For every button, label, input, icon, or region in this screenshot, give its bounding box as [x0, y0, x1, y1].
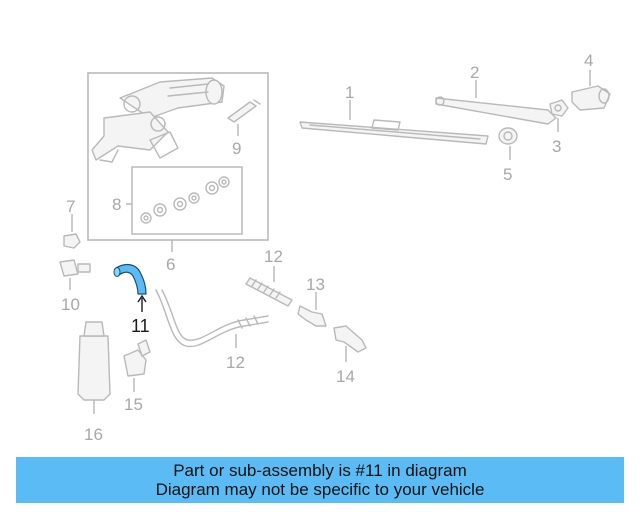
callout-8: 8: [112, 195, 121, 214]
part-14-connector: [333, 325, 367, 362]
part-5-grommet: [498, 127, 518, 160]
part-12-hose-lower: [155, 289, 269, 348]
callout-5: 5: [503, 165, 512, 184]
callout-1: 1: [345, 83, 354, 102]
callout-12-upper: 12: [264, 247, 283, 266]
callout-9: 9: [232, 139, 241, 158]
callout-14: 14: [336, 367, 355, 386]
part-10-connector: [59, 259, 91, 290]
part-13-connector: [297, 292, 327, 327]
part-9-bolt: [227, 99, 261, 136]
part-7-clip: [63, 214, 81, 249]
part-8-grommet-set: [126, 166, 243, 235]
part-3-nut: [549, 99, 569, 132]
wiper-motor-drawing: [91, 77, 225, 163]
callout-4: 4: [584, 51, 593, 70]
part-12-hose-upper: [245, 266, 293, 307]
part-1-wiper-blade: [299, 100, 489, 145]
callout-10: 10: [61, 295, 80, 314]
parts-diagram: 1 2 3 4 5 6 7 8 9 10 11 12 12 13 14 15 1…: [59, 51, 611, 444]
part-16-reservoir: [77, 321, 111, 414]
info-banner: Part or sub-assembly is #11 in diagram D…: [16, 457, 624, 503]
callout-11: 11: [131, 316, 150, 336]
callout-16: 16: [84, 425, 103, 444]
assembly-box-6: [87, 72, 269, 252]
callout-3: 3: [552, 137, 561, 156]
callout-6: 6: [166, 255, 175, 274]
part-4-cap: [571, 70, 611, 111]
part-11-hose-highlighted: [113, 263, 147, 312]
part-15-pump: [123, 339, 151, 392]
callout-7: 7: [66, 197, 75, 216]
callout-15: 15: [124, 395, 143, 414]
banner-line-2: Diagram may not be specific to your vehi…: [155, 480, 485, 499]
callout-12-lower: 12: [226, 353, 245, 372]
part-2-wiper-arm: [435, 80, 557, 125]
callout-13: 13: [306, 275, 325, 294]
callout-2: 2: [470, 63, 479, 82]
banner-line-1: Part or sub-assembly is #11 in diagram: [173, 461, 467, 480]
